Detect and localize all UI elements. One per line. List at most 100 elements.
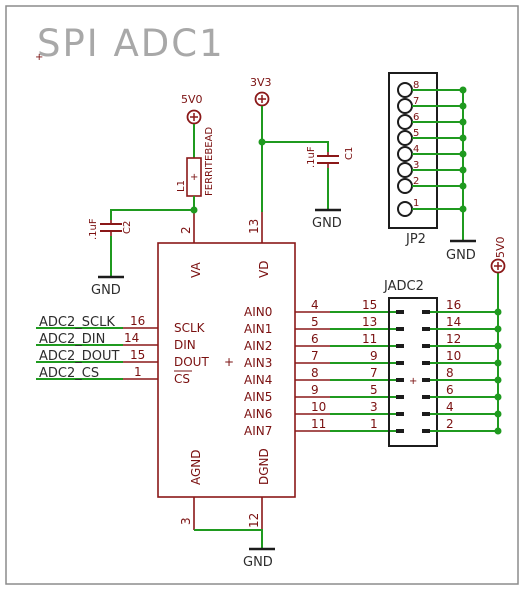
pin-ain1-num: 5: [311, 315, 319, 329]
jadc2-left-num-2: 13: [362, 315, 377, 329]
gnd-label-jp2: GND: [446, 248, 476, 263]
net-label-dout: ADC2_DOUT: [39, 349, 120, 364]
jp2-num-4: 4: [413, 144, 419, 155]
junction-3v3: [258, 138, 266, 146]
net-label-din: ADC2_DIN: [39, 332, 105, 347]
pin-ain7-num: 11: [311, 417, 326, 431]
jp2-body: [388, 72, 438, 229]
gnd-label-bottom: GND: [243, 555, 273, 570]
jp2-num-5: 5: [413, 128, 419, 139]
jadc2-left-num-6: 5: [370, 383, 378, 397]
jadc2-origin-cross: +: [409, 376, 417, 387]
pin-ain0-name: AIN0: [244, 305, 272, 319]
pin-ain3-name: AIN3: [244, 356, 272, 370]
svg-text:CS: CS: [174, 372, 190, 386]
sheet-frame: [5, 5, 519, 585]
left-pin-sclk: 16 SCLK: [123, 314, 206, 335]
chip-pin-vd-name: VD: [257, 261, 271, 278]
l1-name: L1: [176, 180, 187, 192]
chip-pin-agnd-name: AGND: [189, 449, 203, 485]
c2-name: C2: [122, 221, 133, 234]
power-label-5v0-right: 5V0: [494, 236, 507, 258]
chip-pin-agnd-num: 3: [179, 517, 193, 525]
jadc2-right-num-7: 4: [446, 400, 454, 414]
pin-ain7-name: AIN7: [244, 424, 272, 438]
gnd-bottom-wire: [194, 529, 263, 548]
c1-value: .1uF: [306, 146, 317, 168]
jp2-num-1: 1: [413, 198, 419, 209]
wire-3v3-to-c1: [262, 141, 329, 152]
jadc2-right-num-2: 14: [446, 315, 461, 329]
pin-ain4-num: 8: [311, 366, 319, 380]
pin-ain5-name: AIN5: [244, 390, 272, 404]
jp2-num-8: 8: [413, 80, 419, 91]
pin-ain3-num: 7: [311, 349, 319, 363]
chip-pin-va-name: VA: [189, 262, 203, 278]
left-pin-din: 14 DIN: [123, 331, 196, 352]
jadc2-right-num-3: 12: [446, 332, 461, 346]
jadc2-right-wires: [430, 272, 499, 432]
jadc2-left-num-5: 7: [370, 366, 378, 380]
gnd-label-c2: GND: [91, 283, 121, 298]
jp2-num-2: 2: [413, 176, 419, 187]
left-pin-cs: 1 CS: [123, 365, 192, 386]
junction-va: [190, 206, 198, 214]
pin-ain2-num: 6: [311, 332, 319, 346]
gnd-label-c1: GND: [312, 216, 342, 231]
chip-origin-cross: +: [224, 355, 234, 369]
pin-ain1-name: AIN1: [244, 322, 272, 336]
svg-text:DOUT: DOUT: [174, 355, 209, 369]
pin-ain2-name: AIN2: [244, 339, 272, 353]
svg-text:15: 15: [130, 348, 145, 362]
jadc2-right-num-1: 16: [446, 298, 461, 312]
capacitor-c1: [317, 152, 339, 168]
power-label-5v0-top: 5V0: [181, 93, 203, 106]
power-symbol-5v0-top: [186, 109, 202, 125]
jadc2-right-num-8: 2: [446, 417, 454, 431]
jadc2-right-num-4: 10: [446, 349, 461, 363]
pin-ain0-num: 4: [311, 298, 319, 312]
jp2-pins: [397, 82, 413, 217]
pin-ain5-num: 9: [311, 383, 319, 397]
origin-cross: +: [35, 52, 43, 63]
wire-va-to-c2: [110, 209, 194, 220]
chip-pin-dgnd-name: DGND: [257, 448, 271, 485]
jadc2-junction-dots: [494, 308, 502, 435]
svg-text:16: 16: [130, 314, 145, 328]
power-label-3v3: 3V3: [250, 76, 272, 89]
svg-text:14: 14: [124, 331, 139, 345]
adc-chip-body: [157, 242, 296, 498]
jadc2-left-num-4: 9: [370, 349, 378, 363]
jadc2-left-num-8: 1: [370, 417, 378, 431]
jadc2-left-num-3: 11: [362, 332, 377, 346]
c2-value: .1uF: [88, 218, 99, 240]
power-symbol-5v0-right: [490, 258, 506, 274]
svg-text:SCLK: SCLK: [174, 321, 206, 335]
net-label-cs: ADC2_CS: [39, 366, 99, 381]
l1-cross: +: [190, 172, 198, 183]
jadc2-name: JADC2: [383, 279, 424, 294]
sheet-title: SPI ADC1: [37, 22, 225, 65]
jadc2-right-num-5: 8: [446, 366, 454, 380]
jadc2-right-num-6: 6: [446, 383, 454, 397]
jp2-name: JP2: [405, 232, 426, 247]
jp2-num-7: 7: [413, 96, 419, 107]
l1-value: FERRITEBEAD: [204, 127, 215, 196]
power-symbol-3v3: [254, 91, 270, 107]
jp2-num-3: 3: [413, 160, 419, 171]
capacitor-c2: [100, 220, 122, 236]
jp2-num-6: 6: [413, 112, 419, 123]
left-pin-dout: 15 DOUT: [123, 348, 209, 369]
jadc2-body: [388, 297, 438, 447]
right-pins: [295, 311, 330, 432]
chip-pin-vd-num: 13: [247, 219, 261, 234]
pin-ain6-name: AIN6: [244, 407, 272, 421]
jadc2-left-num-7: 3: [370, 400, 378, 414]
jadc2-left-num-1: 15: [362, 298, 377, 312]
pin-ain6-num: 10: [311, 400, 326, 414]
chip-pin-va-num: 2: [179, 226, 193, 234]
svg-text:1: 1: [134, 365, 142, 379]
chip-pin-dgnd-num: 12: [247, 513, 261, 528]
